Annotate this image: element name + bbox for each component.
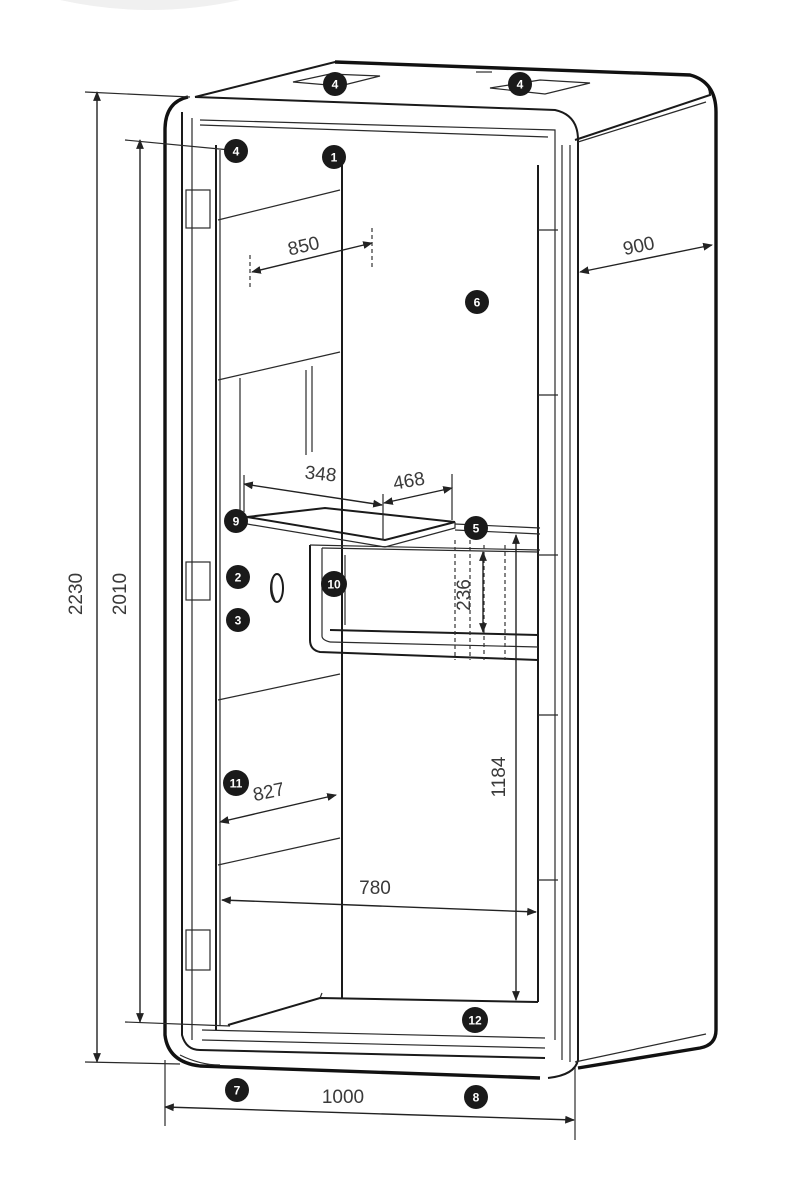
dimension-labels: 2230 2010 1000 900 850 348 468 236 1184 …	[66, 233, 657, 1108]
marker-6: 6	[465, 290, 489, 314]
dim-desk-floor-height-label: 1184	[489, 756, 510, 797]
dim-desk-width-label: 468	[392, 468, 427, 494]
background-shade	[60, 0, 240, 10]
marker-5: 5	[464, 516, 488, 540]
marker-4-front: 4	[224, 139, 248, 163]
svg-text:9: 9	[233, 515, 240, 529]
svg-text:4: 4	[517, 78, 524, 92]
svg-text:12: 12	[468, 1014, 482, 1028]
desk-assembly	[246, 506, 541, 661]
markers: 1 2 3 4 4 4 5 6	[223, 72, 532, 1109]
svg-text:5: 5	[473, 522, 480, 536]
dimension-lines	[84, 91, 713, 1140]
svg-text:1: 1	[331, 151, 338, 165]
marker-12: 12	[462, 1007, 488, 1033]
svg-text:4: 4	[332, 78, 339, 92]
marker-8: 8	[464, 1085, 488, 1109]
svg-text:8: 8	[473, 1091, 480, 1105]
marker-10: 10	[321, 571, 347, 597]
dim-desk-depth-label: 348	[304, 462, 338, 486]
dim-height-inner-label: 2010	[110, 573, 131, 615]
dim-shelf-height-label: 236	[454, 579, 475, 611]
interior	[185, 145, 558, 1030]
dim-side-panel-width-label: 827	[251, 779, 286, 806]
marker-9: 9	[224, 509, 248, 533]
marker-4-top-right: 4	[508, 72, 532, 96]
svg-text:10: 10	[327, 578, 341, 592]
cabinet-outline	[163, 60, 718, 1080]
svg-text:11: 11	[230, 777, 243, 791]
dim-inner-width-label: 780	[359, 878, 391, 899]
svg-text:3: 3	[235, 614, 242, 628]
svg-text:7: 7	[234, 1084, 241, 1098]
dim-width-outer-label: 1000	[322, 1087, 364, 1108]
dim-height-outer-label: 2230	[66, 573, 87, 615]
svg-text:2: 2	[235, 571, 242, 585]
marker-11: 11	[223, 770, 249, 796]
marker-7: 7	[225, 1078, 249, 1102]
dim-depth-outer-label: 900	[621, 233, 656, 260]
marker-4-top-left: 4	[323, 72, 347, 96]
marker-3: 3	[226, 608, 250, 632]
svg-text:4: 4	[233, 145, 240, 159]
marker-1: 1	[322, 145, 346, 169]
marker-2: 2	[226, 565, 250, 589]
svg-text:6: 6	[474, 296, 481, 310]
